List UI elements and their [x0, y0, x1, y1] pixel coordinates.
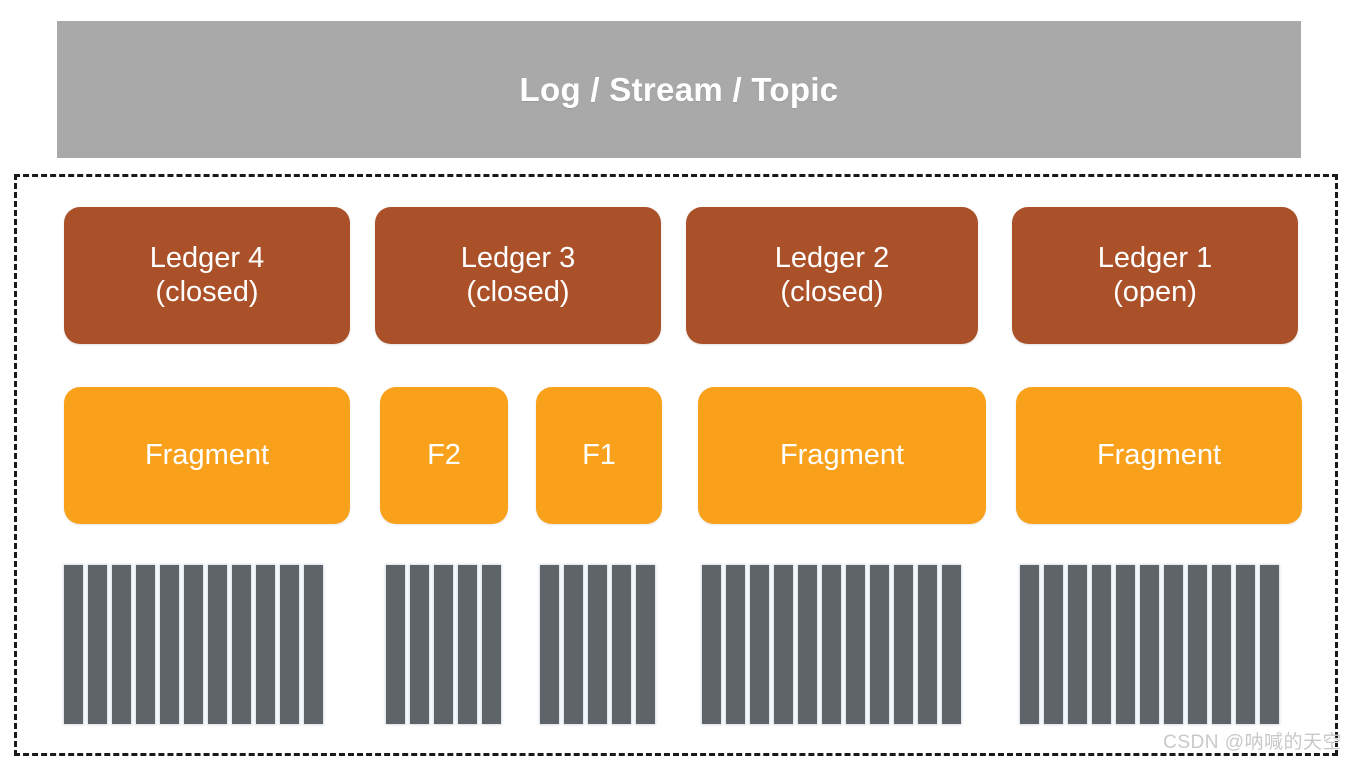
- page-title: Log / Stream / Topic: [519, 70, 839, 108]
- ledger-state: (closed): [780, 275, 884, 308]
- entry-bar: [588, 565, 607, 724]
- entries-group-4: [702, 565, 961, 724]
- entry-bar: [1260, 565, 1279, 724]
- ledger-box-4: Ledger 1(open): [1012, 207, 1298, 344]
- entry-bar: [636, 565, 655, 724]
- entry-bar: [918, 565, 937, 724]
- fragment-box-3: F1: [536, 387, 662, 524]
- entry-bar: [798, 565, 817, 724]
- entry-bar: [1068, 565, 1087, 724]
- entry-bar: [726, 565, 745, 724]
- entry-bar: [458, 565, 477, 724]
- entry-bar: [232, 565, 251, 724]
- entry-bar: [540, 565, 559, 724]
- log-stream-topic-header: Log / Stream / Topic: [57, 21, 1301, 158]
- entry-bar: [1188, 565, 1207, 724]
- entry-bar: [702, 565, 721, 724]
- ledger-state: (closed): [155, 275, 259, 308]
- entry-bar: [1020, 565, 1039, 724]
- entry-bar: [1236, 565, 1255, 724]
- fragment-label: Fragment: [779, 438, 905, 471]
- entry-bar: [256, 565, 275, 724]
- entries-group-3: [540, 565, 655, 724]
- entry-bar: [870, 565, 889, 724]
- entry-bar: [1140, 565, 1159, 724]
- ledger-name: Ledger 4: [149, 241, 265, 274]
- entry-bar: [386, 565, 405, 724]
- entry-bar: [822, 565, 841, 724]
- fragment-box-2: F2: [380, 387, 508, 524]
- ledger-name: Ledger 1: [1097, 241, 1213, 274]
- entry-bar: [894, 565, 913, 724]
- entry-bar: [88, 565, 107, 724]
- managed-ledger-boundary: [14, 174, 1338, 756]
- entry-bar: [434, 565, 453, 724]
- entry-bar: [612, 565, 631, 724]
- entry-bar: [1164, 565, 1183, 724]
- entry-bar: [942, 565, 961, 724]
- entry-bar: [64, 565, 83, 724]
- entry-bar: [304, 565, 323, 724]
- ledger-box-2: Ledger 3(closed): [375, 207, 661, 344]
- fragment-label: F1: [582, 438, 616, 471]
- entries-group-1: [64, 565, 323, 724]
- ledger-box-1: Ledger 4(closed): [64, 207, 350, 344]
- entry-bar: [136, 565, 155, 724]
- entry-bar: [184, 565, 203, 724]
- ledger-name: Ledger 2: [774, 241, 890, 274]
- entry-bar: [1212, 565, 1231, 724]
- fragment-box-4: Fragment: [698, 387, 986, 524]
- entry-bar: [160, 565, 179, 724]
- ledger-box-3: Ledger 2(closed): [686, 207, 978, 344]
- entry-bar: [750, 565, 769, 724]
- entry-bar: [482, 565, 501, 724]
- fragment-label: F2: [427, 438, 461, 471]
- entry-bar: [280, 565, 299, 724]
- entry-bar: [846, 565, 865, 724]
- entry-bar: [1116, 565, 1135, 724]
- entries-group-5: [1020, 565, 1279, 724]
- fragment-label: Fragment: [144, 438, 270, 471]
- fragment-label: Fragment: [1096, 438, 1222, 471]
- entry-bar: [774, 565, 793, 724]
- entries-group-2: [386, 565, 501, 724]
- ledger-state: (closed): [466, 275, 570, 308]
- entry-bar: [1044, 565, 1063, 724]
- watermark: CSDN @呐喊的天空: [1163, 732, 1342, 753]
- ledger-name: Ledger 3: [460, 241, 576, 274]
- entry-bar: [1092, 565, 1111, 724]
- entry-bar: [112, 565, 131, 724]
- ledger-state: (open): [1113, 275, 1197, 308]
- fragment-box-5: Fragment: [1016, 387, 1302, 524]
- entry-bar: [410, 565, 429, 724]
- entry-bar: [208, 565, 227, 724]
- entry-bar: [564, 565, 583, 724]
- fragment-box-1: Fragment: [64, 387, 350, 524]
